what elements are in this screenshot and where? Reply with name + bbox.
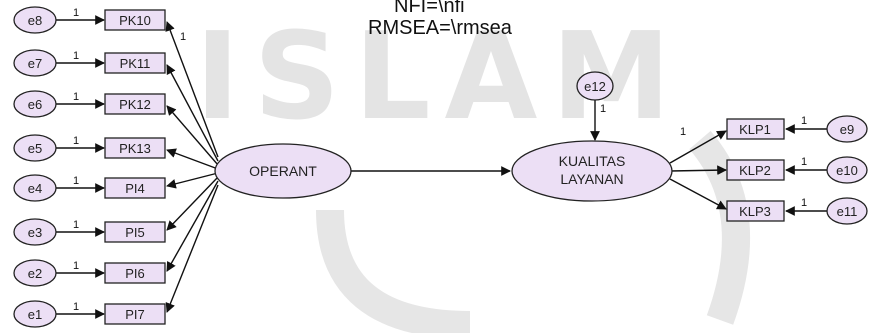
indicator-box [726, 159, 785, 181]
kualitas-label: KUALITAS [559, 153, 626, 169]
indicator-label: PI6 [125, 266, 145, 281]
indicator-klp3: KLP3 e11 1 [726, 197, 868, 225]
error-label: e1 [28, 307, 42, 322]
loading-arrow [166, 180, 219, 272]
operant-construct: OPERANT [214, 143, 352, 199]
nfi-label: NFI=\nfi [394, 0, 465, 17]
weight-label: 1 [73, 7, 79, 19]
error-term-e8 [13, 6, 57, 34]
loading-arrow [165, 184, 219, 313]
error-term-e3 [13, 218, 57, 246]
indicator-label: PK13 [119, 141, 151, 156]
loading-arrow [669, 165, 727, 176]
weight-label: 1 [73, 301, 79, 313]
weight-label: 1 [73, 260, 79, 272]
error-term-e10 [826, 156, 868, 184]
loading-arrow [166, 64, 219, 162]
error-term-e7 [13, 49, 57, 77]
weight-label: 1 [73, 91, 79, 103]
indicator-pk13: e5 PK13 1 [13, 134, 166, 162]
error-term-e9 [826, 115, 868, 143]
indicator-box [104, 137, 166, 159]
indicator-box [104, 93, 166, 115]
error-term-e6 [13, 90, 57, 118]
indicator-label: PI4 [125, 181, 145, 196]
loading-arrow [669, 130, 727, 164]
weight-label: 1 [801, 197, 807, 209]
loading-weight-label: 1 [180, 31, 186, 43]
weight-label: 1 [801, 115, 807, 127]
weight-label: 1 [73, 50, 79, 62]
indicator-box [104, 52, 166, 74]
error-label: e9 [840, 122, 854, 137]
loading-arrow [165, 21, 219, 158]
loading-arrow [166, 105, 219, 166]
indicator-box [104, 303, 166, 325]
indicator-pk10: e8 PK10 1 [13, 6, 166, 34]
error-term-e5 [13, 134, 57, 162]
loading-arrow [166, 172, 219, 189]
loading-arrow [166, 176, 219, 231]
indicator-pi5: e3 PI5 1 [13, 218, 166, 246]
operant-indicators: e8 PK10 1 e7 PK11 1 e6 PK12 1 e5 PK13 1 e4 PI4 1 e3 PI5 1… [13, 6, 186, 328]
indicator-box [726, 200, 785, 222]
indicator-klp2: KLP2 e10 1 [726, 156, 868, 184]
indicator-box [104, 221, 166, 243]
indicator-pk11: e7 PK11 1 [13, 49, 166, 77]
weight-label: 1 [73, 219, 79, 231]
indicator-label: PK12 [119, 97, 151, 112]
operant-label: OPERANT [249, 163, 317, 179]
layanan-label: LAYANAN [560, 171, 623, 187]
disturbance-e12: e12 [576, 71, 614, 101]
disturbance-weight-label: 1 [600, 103, 606, 115]
error-term-e4 [13, 174, 57, 202]
error-label: e6 [28, 97, 42, 112]
error-label: e7 [28, 56, 42, 71]
error-label: e10 [836, 163, 858, 178]
error-label: e5 [28, 141, 42, 156]
error-label: e2 [28, 266, 42, 281]
indicator-pi6: e2 PI6 1 [13, 259, 166, 287]
loading-arrow [166, 148, 219, 170]
indicator-box [104, 262, 166, 284]
indicator-box [726, 118, 785, 140]
error-label: e11 [837, 204, 858, 219]
indicator-pk12: e6 PK12 1 [13, 90, 166, 118]
indicator-label: KLP1 [739, 122, 771, 137]
indicator-label: PI5 [125, 225, 145, 240]
error-term-e1 [13, 300, 57, 328]
e12-label: e12 [584, 79, 606, 94]
indicator-label: PK11 [120, 56, 151, 71]
indicator-pi4: e4 PI4 1 [13, 174, 166, 202]
indicator-label: KLP3 [739, 204, 771, 219]
indicator-box [104, 9, 166, 31]
weight-label: 1 [73, 175, 79, 187]
error-label: e8 [28, 13, 42, 28]
indicator-label: KLP2 [739, 163, 771, 178]
error-label: e4 [28, 181, 42, 196]
indicator-box [104, 177, 166, 199]
weight-label: 1 [73, 135, 79, 147]
loading-weight-label: 1 [680, 126, 686, 138]
rmsea-label: RMSEA=\rmsea [368, 17, 513, 39]
error-term-e11 [826, 197, 868, 225]
indicator-klp1: KLP1 e9 1 [726, 115, 868, 143]
path-arrows [56, 15, 827, 319]
kualitas-layanan-construct: KUALITAS LAYANAN [511, 140, 673, 202]
weight-label: 1 [801, 156, 807, 168]
indicator-label: PK10 [119, 13, 151, 28]
indicator-pi7: e1 PI7 1 [13, 300, 166, 328]
indicator-label: PI7 [125, 307, 145, 322]
error-label: e3 [28, 225, 42, 240]
error-term-e2 [13, 259, 57, 287]
loading-arrow [669, 178, 727, 210]
